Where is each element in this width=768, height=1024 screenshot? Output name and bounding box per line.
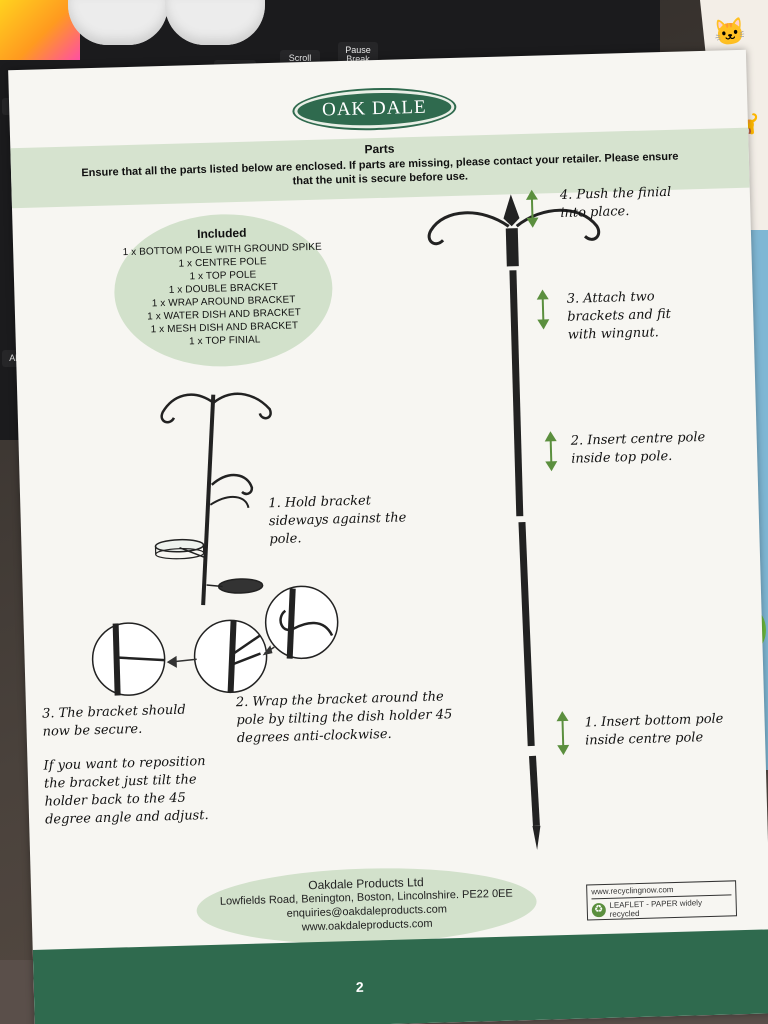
feeder-station-illustration: [154, 392, 272, 606]
pole-illustration: [427, 194, 601, 850]
page-number: 2: [355, 978, 364, 995]
pole-step-1: 1. Insert bottom pole inside centre pole: [584, 711, 724, 749]
bracket-reposition-note: If you want to reposition the bracket ju…: [43, 754, 209, 828]
assembly-diagram: [91, 189, 601, 850]
bracket-step-2: 2. Wrap the bracket around the pole by t…: [235, 689, 453, 747]
pole-step-4: 4. Push the finial into place.: [559, 184, 672, 221]
recycling-text: LEAFLET - PAPER widely recycled: [609, 898, 703, 919]
bracket-step-3: 3. The bracket should now be secure.: [41, 702, 186, 740]
pole-step-2: 2. Insert centre pole inside top pole.: [570, 429, 706, 467]
sticky-notes: [0, 0, 80, 60]
recycle-icon: ♻: [591, 902, 606, 918]
bracket-detail-circles: [91, 585, 339, 696]
instruction-leaflet: OAK DALE Parts Ensure that all the parts…: [8, 49, 768, 1024]
bracket-step-1: 1. Hold bracket sideways against the pol…: [268, 493, 407, 548]
cat-icon: 🐱: [712, 15, 748, 49]
pole-step-3: 3. Attach two brackets and fit with wing…: [566, 289, 672, 343]
recycling-label: www.recyclingnow.com ♻ LEAFLET - PAPER w…: [586, 880, 738, 921]
direction-arrows: [525, 189, 570, 756]
